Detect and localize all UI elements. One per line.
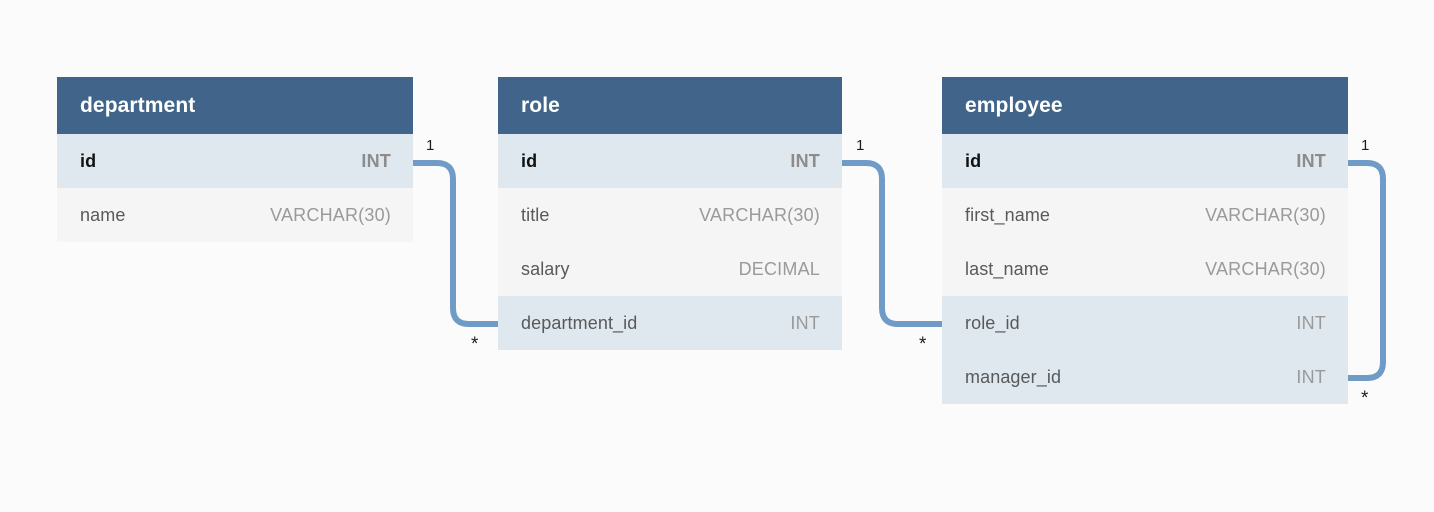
field-employee-manager-id[interactable]: manager_id INT bbox=[942, 350, 1348, 404]
relationship-department-role bbox=[413, 160, 498, 327]
field-type: INT bbox=[1296, 366, 1326, 387]
field-type: INT bbox=[790, 312, 820, 333]
field-employee-id[interactable]: id INT bbox=[942, 134, 1348, 188]
field-type: VARCHAR(30) bbox=[1205, 204, 1326, 225]
field-type: VARCHAR(30) bbox=[699, 204, 820, 225]
entity-department-title: department bbox=[57, 77, 413, 134]
field-name: title bbox=[521, 204, 550, 225]
field-type: VARCHAR(30) bbox=[1205, 258, 1326, 279]
field-employee-first-name[interactable]: first_name VARCHAR(30) bbox=[942, 188, 1348, 242]
field-type: INT bbox=[1296, 312, 1326, 333]
relationship-employee-manager bbox=[1348, 160, 1386, 381]
field-name: first_name bbox=[965, 204, 1051, 225]
field-name: salary bbox=[521, 258, 570, 279]
field-name: role_id bbox=[965, 312, 1020, 333]
field-name: name bbox=[80, 204, 126, 225]
field-type: INT bbox=[1296, 150, 1326, 171]
field-role-salary[interactable]: salary DECIMAL bbox=[498, 242, 842, 296]
field-role-title[interactable]: title VARCHAR(30) bbox=[498, 188, 842, 242]
field-employee-role-id[interactable]: role_id INT bbox=[942, 296, 1348, 350]
cardinality-employee-manager-one: 1 bbox=[1361, 137, 1370, 154]
entity-role[interactable]: role id INT title VARCHAR(30) salary DEC… bbox=[498, 77, 842, 350]
entity-role-title: role bbox=[498, 77, 842, 134]
field-type: VARCHAR(30) bbox=[270, 204, 391, 225]
entity-employee[interactable]: employee id INT first_name VARCHAR(30) l… bbox=[942, 77, 1348, 404]
field-type: INT bbox=[361, 150, 391, 171]
cardinality-employee-manager-many: * bbox=[1361, 388, 1369, 409]
cardinality-role-employee-many: * bbox=[919, 334, 927, 355]
field-name: id bbox=[521, 150, 538, 171]
cardinality-role-employee-one: 1 bbox=[856, 137, 865, 154]
field-name: id bbox=[80, 150, 97, 171]
field-role-department-id[interactable]: department_id INT bbox=[498, 296, 842, 350]
field-department-name[interactable]: name VARCHAR(30) bbox=[57, 188, 413, 242]
field-type: INT bbox=[790, 150, 820, 171]
field-employee-last-name[interactable]: last_name VARCHAR(30) bbox=[942, 242, 1348, 296]
field-name: department_id bbox=[521, 312, 638, 333]
field-name: id bbox=[965, 150, 982, 171]
field-department-id[interactable]: id INT bbox=[57, 134, 413, 188]
entity-employee-title: employee bbox=[942, 77, 1348, 134]
entity-department[interactable]: department id INT name VARCHAR(30) bbox=[57, 77, 413, 242]
cardinality-department-role-one: 1 bbox=[426, 137, 435, 154]
relationship-role-employee bbox=[842, 160, 942, 327]
field-name: last_name bbox=[965, 258, 1049, 279]
field-type: DECIMAL bbox=[738, 258, 820, 279]
cardinality-department-role-many: * bbox=[471, 334, 479, 355]
field-role-id[interactable]: id INT bbox=[498, 134, 842, 188]
field-name: manager_id bbox=[965, 366, 1062, 387]
